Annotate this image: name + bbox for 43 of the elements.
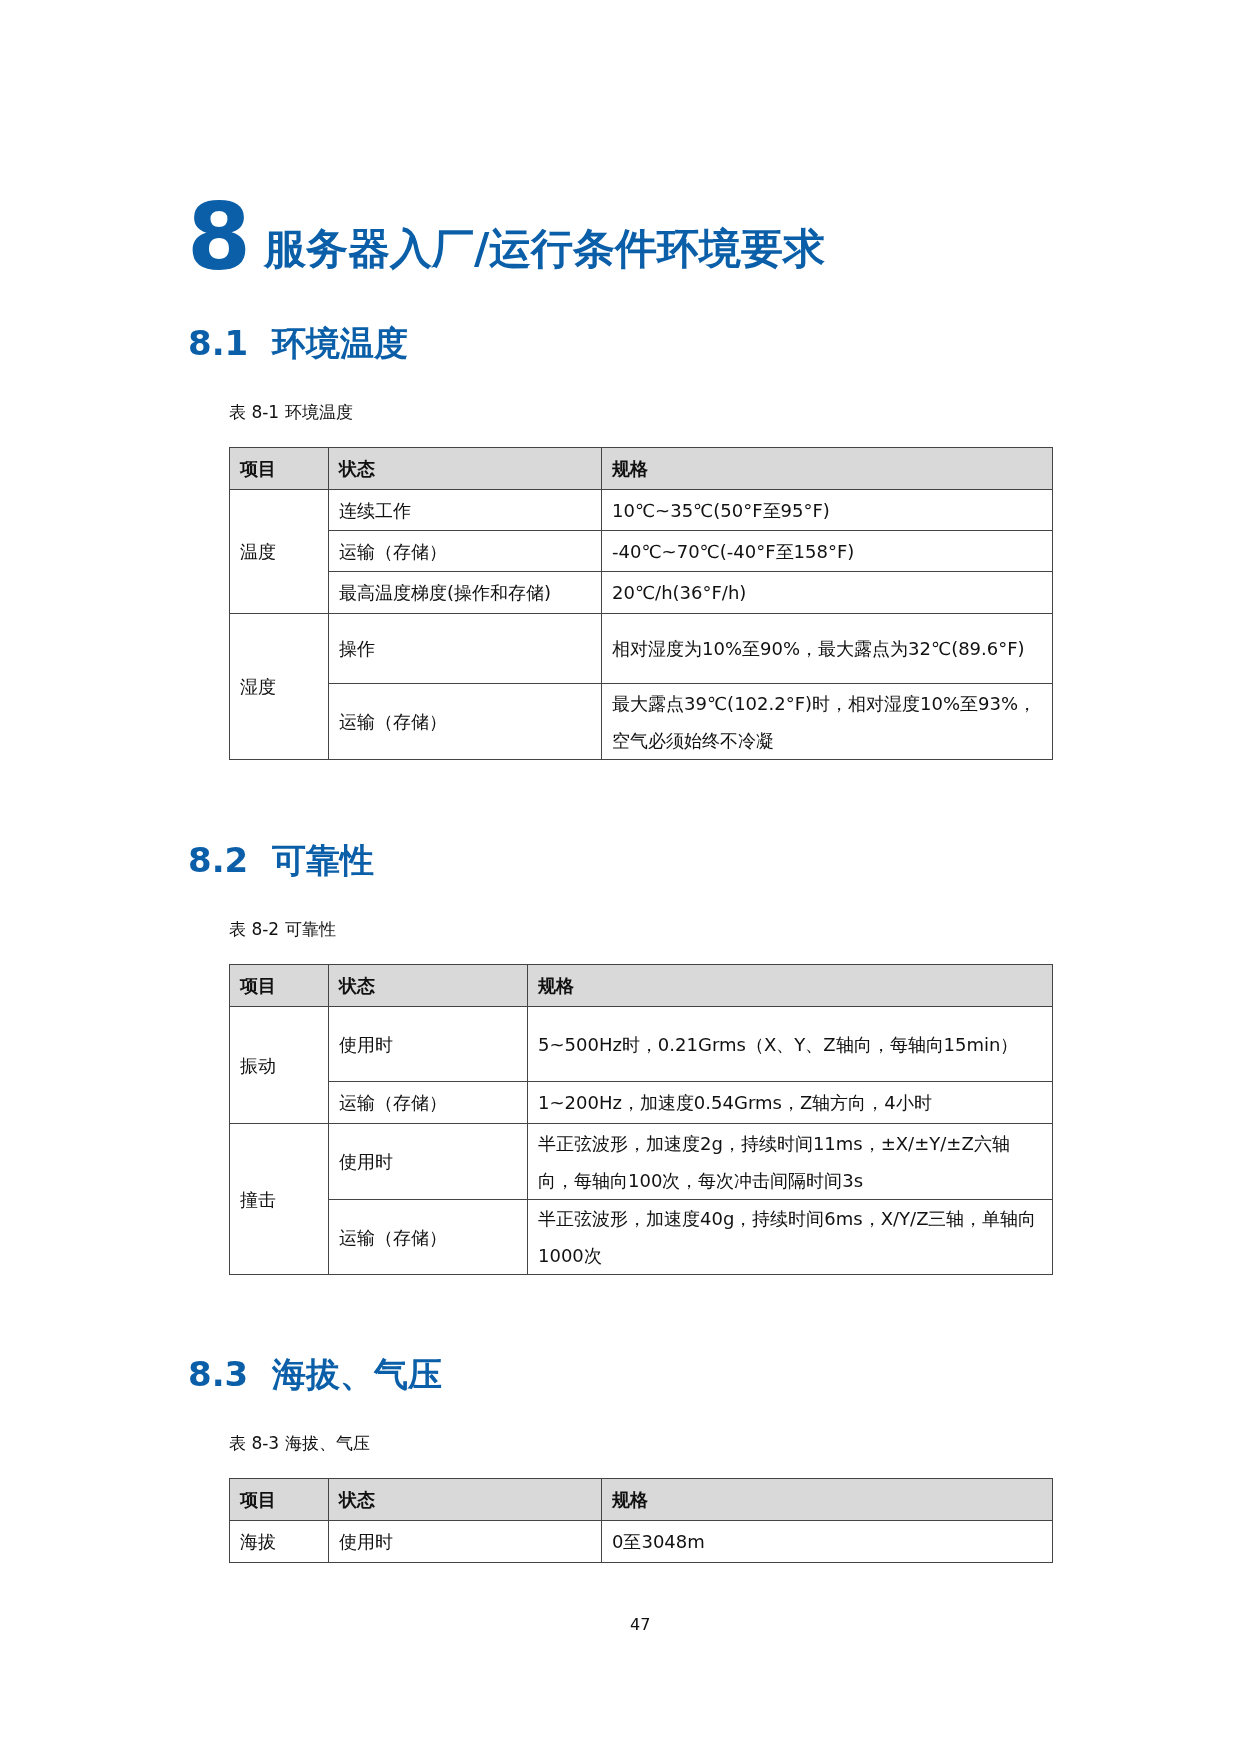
header-cell: 项目 xyxy=(229,447,329,490)
table-cell: 运输（存储） xyxy=(328,683,602,760)
header-cell: 规格 xyxy=(601,1478,1053,1521)
table-cell: 0至3048m xyxy=(601,1520,1053,1563)
section-heading: 8.3 海拔、气压 xyxy=(188,1357,442,1391)
table-cell: 撞击 xyxy=(229,1123,329,1275)
table-cell: 使用时 xyxy=(328,1520,602,1563)
header-cell: 项目 xyxy=(229,964,329,1007)
table-cell: 振动 xyxy=(229,1006,329,1124)
table-caption: 表 8-1 环境温度 xyxy=(229,404,353,421)
table-cell: 半正弦波形，加速度40g，持续时间6ms，X/Y/Z三轴，单轴向1000次 xyxy=(527,1199,1053,1275)
header-cell: 规格 xyxy=(601,447,1053,490)
table-caption: 表 8-2 可靠性 xyxy=(229,921,336,938)
section-heading: 8.2 可靠性 xyxy=(188,843,374,877)
table-cell: 最大露点39℃(102.2°F)时，相对湿度10%至93%，空气必须始终不冷凝 xyxy=(601,683,1053,760)
chapter-title: 服务器入厂/运行条件环境要求 xyxy=(264,228,826,270)
table-cell: 连续工作 xyxy=(328,489,602,531)
header-cell: 状态 xyxy=(328,1478,602,1521)
table-cell: 运输（存储） xyxy=(328,530,602,572)
table-cell: 最高温度梯度(操作和存储) xyxy=(328,571,602,614)
table-cell: 操作 xyxy=(328,613,602,684)
section-heading: 8.1 环境温度 xyxy=(188,326,408,360)
table-cell: 5~500Hz时，0.21Grms（X、Y、Z轴向，每轴向15min） xyxy=(527,1006,1053,1082)
page-number: 47 xyxy=(630,1615,651,1634)
header-cell: 规格 xyxy=(527,964,1053,1007)
header-cell: 状态 xyxy=(328,447,602,490)
table-cell: 海拔 xyxy=(229,1520,329,1563)
table-cell: 湿度 xyxy=(229,613,329,760)
table-cell: 使用时 xyxy=(328,1123,528,1200)
header-cell: 状态 xyxy=(328,964,528,1007)
table-cell: 半正弦波形，加速度2g，持续时间11ms，±X/±Y/±Z六轴向，每轴向100次，每次冲击间隔时间3s xyxy=(527,1123,1053,1200)
table-cell: 温度 xyxy=(229,489,329,614)
table-cell: -40℃~70℃(-40°F至158°F) xyxy=(601,530,1053,572)
table-cell: 20℃/h(36°F/h) xyxy=(601,571,1053,614)
table-cell: 使用时 xyxy=(328,1006,528,1082)
table-cell: 10℃~35℃(50°F至95°F) xyxy=(601,489,1053,531)
table-cell: 1~200Hz，加速度0.54Grms，Z轴方向，4小时 xyxy=(527,1081,1053,1124)
table-caption: 表 8-3 海拔、气压 xyxy=(229,1435,370,1452)
table-cell: 运输（存储） xyxy=(328,1081,528,1124)
table-cell: 运输（存储） xyxy=(328,1199,528,1275)
table-cell: 相对湿度为10%至90%，最大露点为32℃(89.6°F) xyxy=(601,613,1053,684)
chapter-number: 8 xyxy=(187,192,251,284)
header-cell: 项目 xyxy=(229,1478,329,1521)
